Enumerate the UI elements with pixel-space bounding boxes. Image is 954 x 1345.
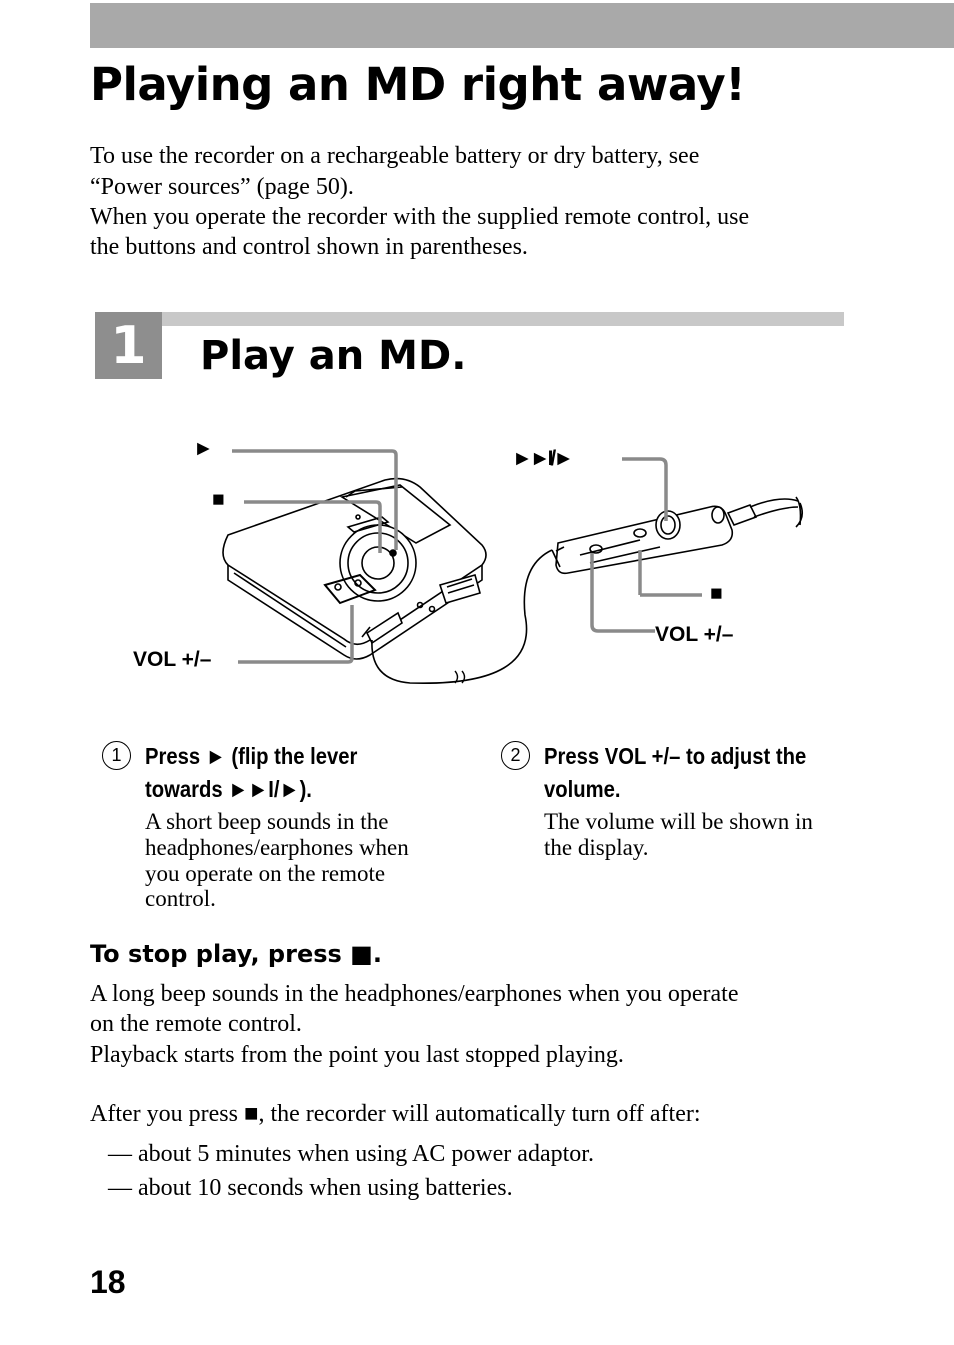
next-play-leader [622, 457, 668, 521]
step-divider [162, 312, 844, 326]
play-symbol-label: ► [193, 437, 214, 460]
vol-leader-left [238, 605, 354, 664]
stop-symbol-label-right: ■ [710, 582, 723, 605]
step-title: Play an MD. [200, 333, 467, 379]
remote-control [551, 496, 804, 575]
header-bar [90, 3, 954, 48]
stop-symbol-label-left: ■ [212, 488, 225, 511]
instruction-2-body-line-1: The volume will be shown in [544, 809, 813, 834]
instruction-1-heading-line-1: Press ► (flip the lever [145, 743, 358, 769]
stop-text-line-1: A long beep sounds in the headphones/ear… [90, 981, 739, 1007]
vol-leader-right [590, 553, 655, 633]
step-number-box: 1 [95, 312, 162, 379]
next-play-symbol-label: ►►I/► [512, 447, 574, 470]
page-title: Playing an MD right away! [90, 58, 746, 111]
stop-text-line-2: on the remote control. [90, 1011, 302, 1037]
md-recorder-device [222, 477, 487, 660]
instruction-1-number: 1 [102, 741, 131, 770]
step-number: 1 [110, 315, 147, 376]
instruction-2-number: 2 [501, 741, 530, 770]
instruction-1-body-line-3: you operate on the remote [145, 861, 386, 886]
page-number: 18 [90, 1264, 126, 1300]
intro-line-2: “Power sources” (page 50). [90, 174, 354, 200]
instruction-2-heading-line-1: Press VOL +/– to adjust the [544, 743, 807, 769]
instruction-1-body-line-2: headphones/earphones when [145, 835, 409, 860]
intro-line-3: When you operate the recorder with the s… [90, 204, 750, 230]
stop-leader [244, 500, 382, 553]
instruction-2-heading-line-2: volume. [544, 776, 621, 802]
intro-line-4: the buttons and control shown in parenth… [90, 234, 528, 260]
auto-off-bullet-battery: — about 10 seconds when using batteries. [108, 1175, 513, 1201]
vol-label-left: VOL +/– [133, 648, 212, 671]
stop-play-heading: To stop play, press ■. [90, 940, 382, 968]
auto-off-bullet-ac: — about 5 minutes when using AC power ad… [108, 1141, 594, 1167]
vol-label-right: VOL +/– [655, 623, 734, 646]
instruction-2-body-line-2: the display. [544, 835, 649, 860]
recorder-remote-illustration [222, 449, 804, 684]
instruction-1-heading-line-2: towards ►►I/►). [145, 776, 312, 802]
play-leader [232, 449, 398, 550]
intro-line-1: To use the recorder on a rechargeable ba… [90, 143, 700, 169]
instruction-1-body-line-1: A short beep sounds in the [145, 809, 389, 834]
instruction-1-body-line-4: control. [145, 886, 216, 911]
stop-text-line-3: Playback starts from the point you last … [90, 1042, 624, 1068]
auto-off-text: After you press ■, the recorder will aut… [90, 1101, 701, 1127]
